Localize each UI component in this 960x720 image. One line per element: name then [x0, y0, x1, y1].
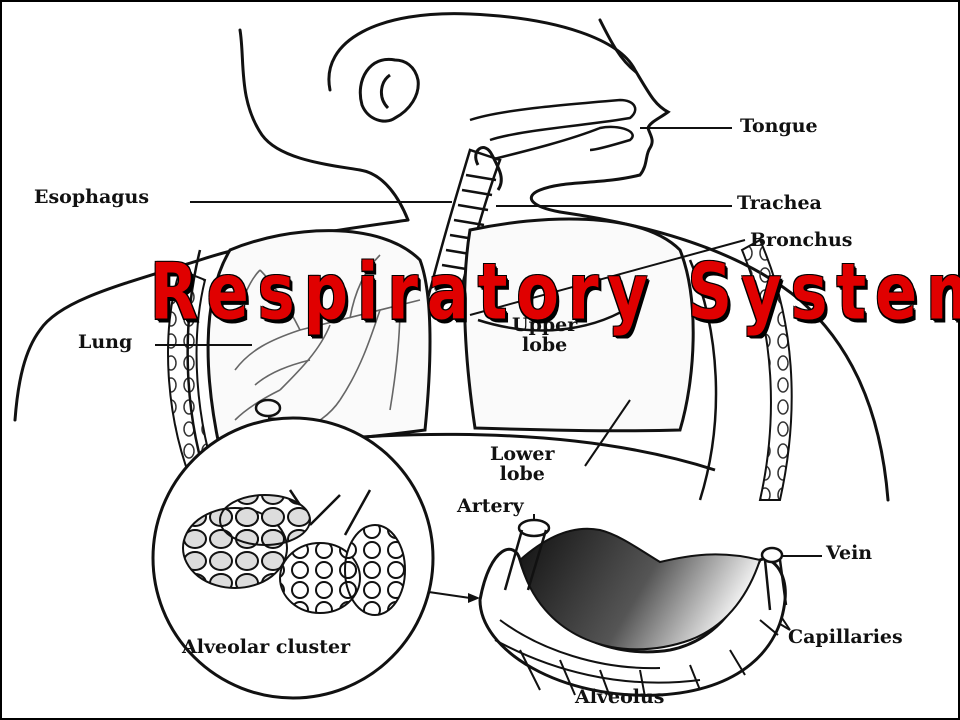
lung-label: Lung: [78, 331, 133, 353]
capillaries-label: Capillaries: [788, 626, 903, 648]
artery-label: Artery: [457, 495, 524, 517]
lung-right: [463, 217, 695, 433]
alveolus-label: Alveolus: [575, 686, 665, 708]
lung-sample-circle: [254, 398, 282, 418]
alveolar-cluster-drawing: [151, 416, 435, 700]
ear: [358, 57, 420, 123]
lung-left: [206, 229, 432, 452]
trachea-label: Trachea: [737, 192, 822, 214]
trachea-tube: [423, 146, 503, 314]
airway-passages: [469, 98, 637, 162]
esophagus-label: Esophagus: [34, 186, 150, 208]
alveolus-drawing: [478, 518, 788, 698]
diagram-title: Respiratory System: [150, 246, 960, 338]
upper-lobe-label: Upper lobe: [512, 314, 578, 356]
bronchus-label: Bronchus: [750, 229, 853, 251]
alveolar-cluster-label: Alveolar cluster: [182, 636, 351, 658]
ribcage-right: [688, 238, 793, 501]
tongue-label: Tongue: [740, 115, 818, 137]
vein-label: Vein: [826, 542, 873, 564]
arrow-head-2: [468, 593, 480, 603]
lower-lobe-label: Lower lobe: [490, 443, 555, 485]
